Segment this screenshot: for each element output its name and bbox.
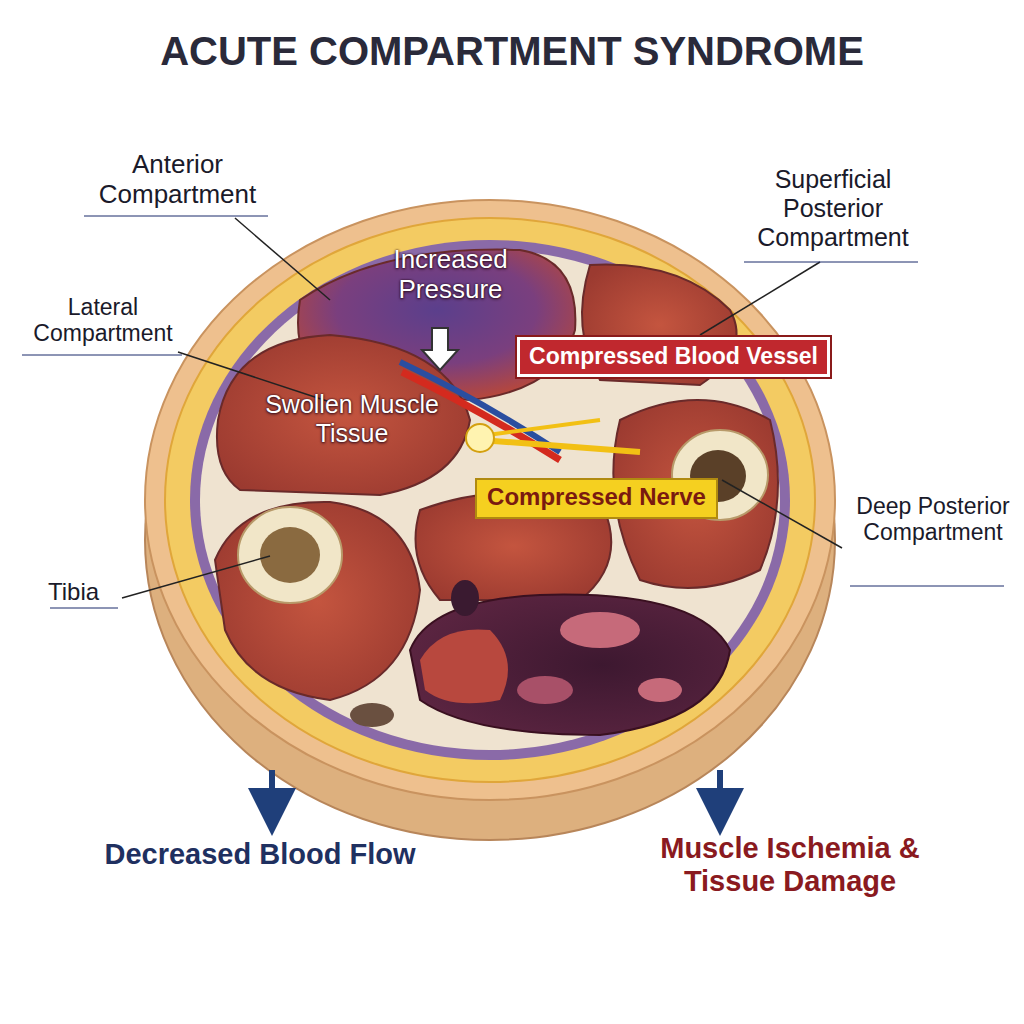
compartment-label: Anterior Compartment: [80, 150, 275, 210]
compartment-label: Lateral Compartment: [18, 294, 188, 347]
bone-label: Tibia: [48, 578, 123, 606]
effect-label: Decreased Blood Flow: [90, 838, 430, 871]
effect-label: Muscle Ischemia & Tissue Damage: [640, 832, 940, 899]
overlay-label: Increased Pressure: [368, 245, 533, 305]
box-text: Compressed Nerve: [485, 484, 708, 511]
box-text: Compressed Blood Vessel: [528, 344, 819, 370]
compartment-label: Deep Posterior Compartment: [848, 493, 1018, 546]
callout-box: Compressed Blood Vessel: [517, 337, 830, 377]
title: ACUTE COMPARTMENT SYNDROME: [40, 28, 984, 74]
overlay-label: Swollen Muscle Tissue: [252, 390, 452, 448]
callout-box: Compressed Nerve: [475, 478, 718, 519]
compartment-label: Superficial Posterior Compartment: [738, 165, 928, 251]
